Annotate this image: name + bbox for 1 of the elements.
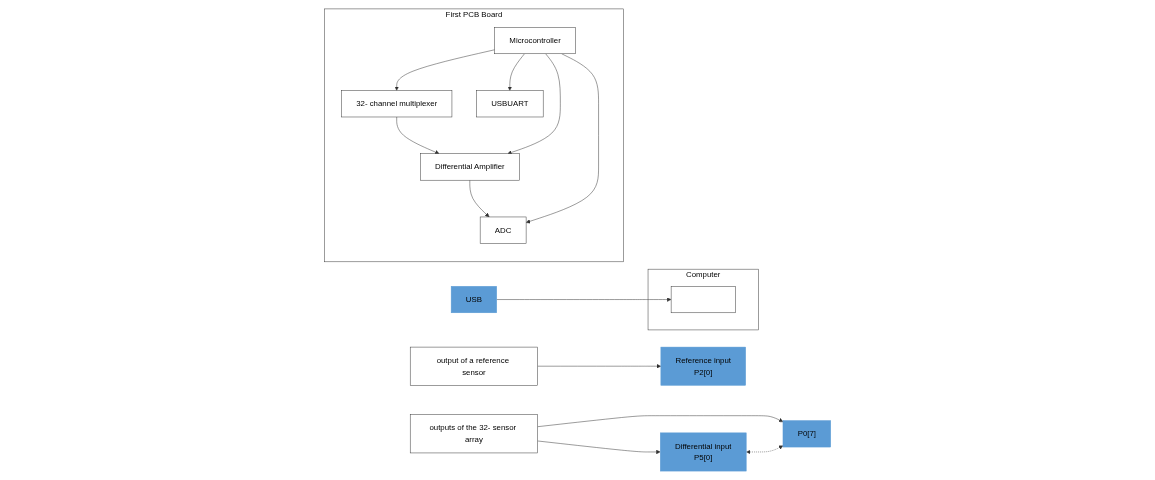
node-box	[670, 286, 736, 314]
